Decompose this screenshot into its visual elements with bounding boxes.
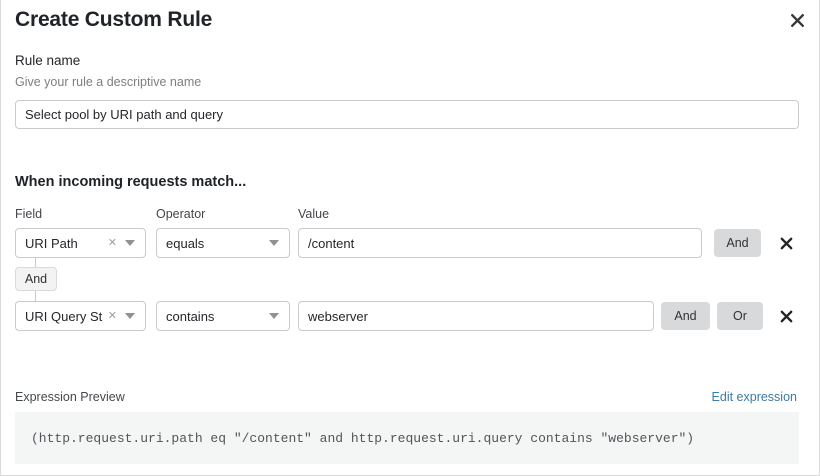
clear-icon[interactable]: ✕ [107,236,117,249]
clear-icon[interactable]: ✕ [107,309,117,322]
column-header-operator: Operator [156,207,206,221]
connector-and-badge[interactable]: And [15,267,57,291]
delete-condition-button-2[interactable] [775,301,797,331]
column-header-field: Field [15,207,43,221]
or-button-2[interactable]: Or [717,302,763,330]
field-select-2[interactable]: URI Query St... ✕ [15,301,146,331]
chevron-down-icon [269,313,279,319]
value-input-1[interactable] [298,228,702,258]
chevron-down-icon [125,313,135,319]
chevron-down-icon [269,240,279,246]
rule-name-input[interactable] [15,100,799,129]
and-button-1[interactable]: And [714,229,761,257]
field-select-1[interactable]: URI Path ✕ [15,228,146,258]
operator-select-2[interactable]: contains [156,301,290,331]
chevron-down-icon [125,240,135,246]
conditions-heading: When incoming requests match... [15,174,247,190]
field-select-1-value: URI Path [25,235,78,251]
operator-select-1-value: equals [166,235,205,251]
close-icon[interactable] [783,6,811,34]
expression-preview-label: Expression Preview [15,390,125,404]
operator-select-2-value: contains [166,308,215,324]
field-select-2-value: URI Query St... [25,308,103,324]
dialog-title: Create Custom Rule [15,8,213,31]
condition-connector: And [1,258,201,303]
operator-select-1[interactable]: equals [156,228,290,258]
and-button-2[interactable]: And [661,302,710,330]
edit-expression-link[interactable]: Edit expression [711,390,797,404]
value-input-2[interactable] [298,301,654,331]
column-header-value: Value [298,207,330,221]
delete-condition-button-1[interactable] [775,228,797,258]
expression-preview-code: (http.request.uri.path eq "/content" and… [15,412,799,464]
rule-name-label: Rule name [15,53,81,68]
rule-name-helper: Give your rule a descriptive name [15,75,202,89]
